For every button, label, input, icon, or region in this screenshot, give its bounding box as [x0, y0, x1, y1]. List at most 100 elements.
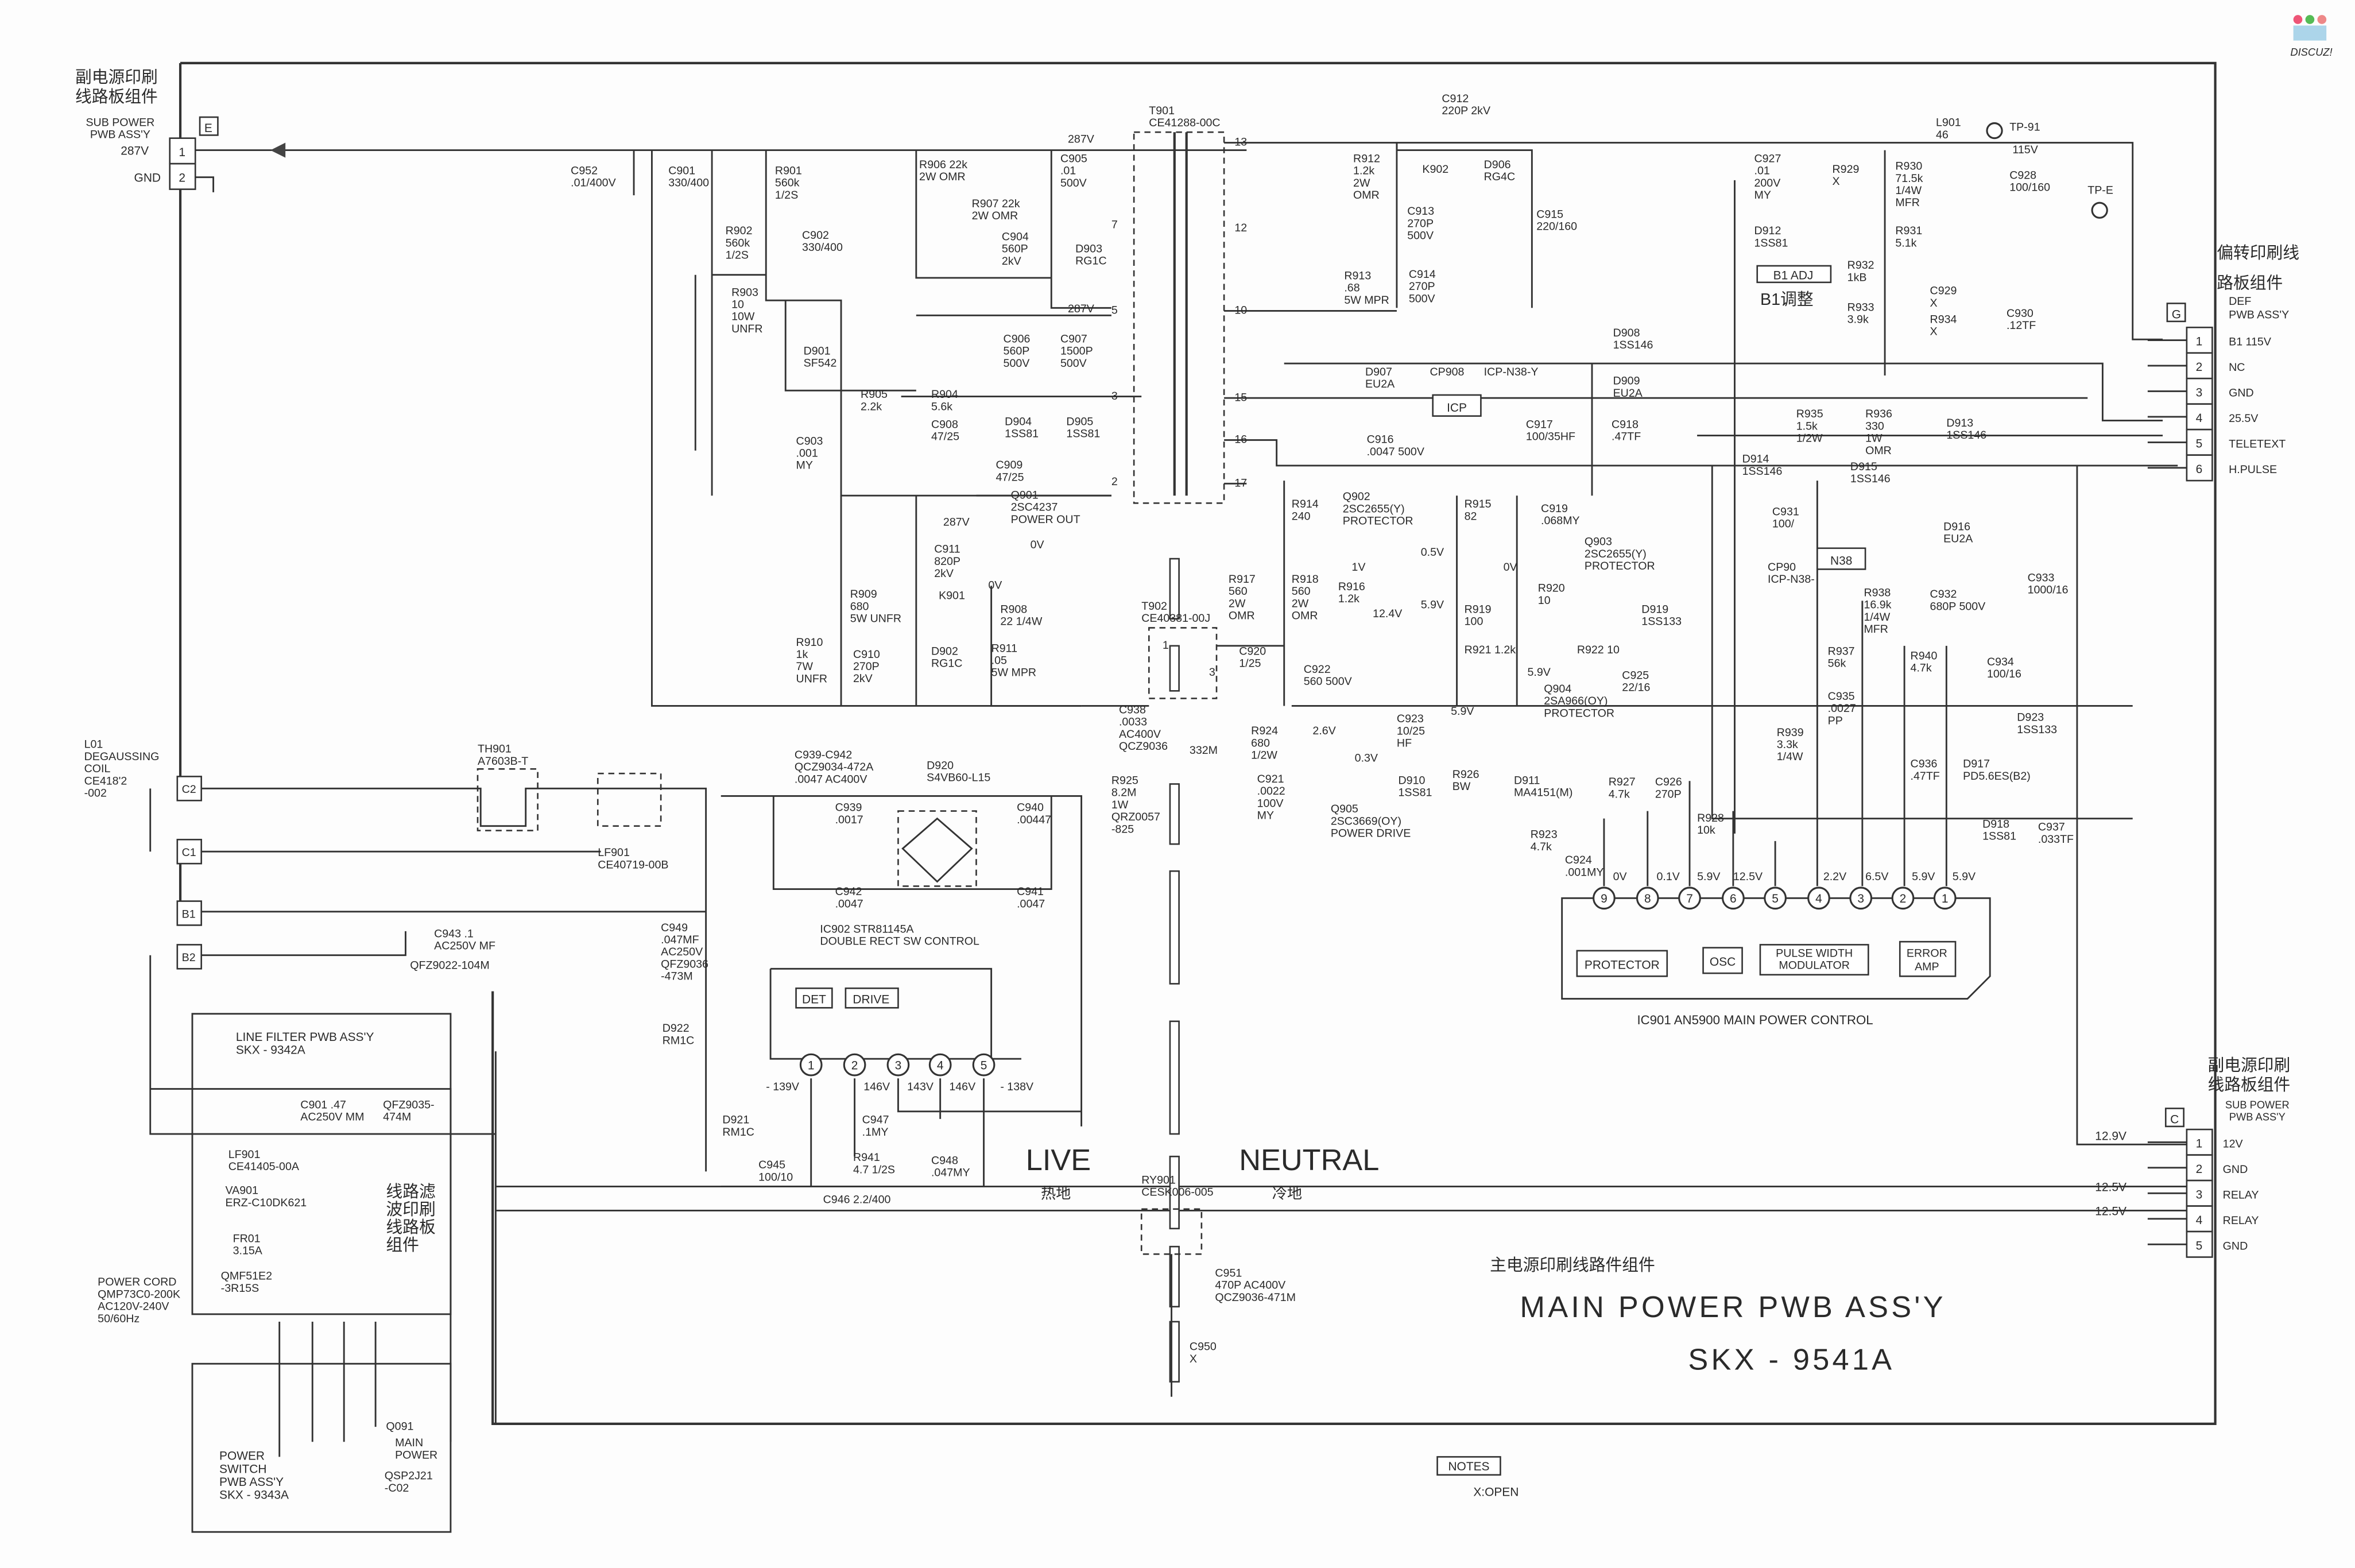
ic902-pin-voltage: 143V — [907, 1081, 934, 1093]
neutral-cn-label: 冷地 — [1272, 1184, 1302, 1202]
label-v0c: 0V — [1504, 561, 1517, 574]
ic901-pin — [1849, 886, 1873, 910]
logo-text: DISCUZ! — [2290, 46, 2332, 58]
pin-number: 1 — [2196, 1137, 2203, 1151]
ic901-pin-number: 6 — [1730, 892, 1737, 905]
ic901-pin-number: 2 — [1900, 892, 1907, 905]
label-r922: R922 10 — [1577, 644, 1620, 656]
ic902-pin-voltage: 146V — [863, 1081, 890, 1093]
label-tpe: TP-E — [2087, 184, 2113, 196]
label-t2p1: 1 — [1163, 639, 1169, 652]
connector-c-id: C — [2170, 1113, 2179, 1126]
pin-number: 2 — [2196, 1163, 2203, 1176]
icp-label: ICP — [1447, 401, 1467, 415]
label-t2p3: 3 — [1209, 666, 1215, 679]
ic902-pin-number: 5 — [981, 1059, 987, 1073]
label-c937: C937.033TF — [2038, 821, 2074, 846]
label-c918: C918.47TF — [1612, 419, 1641, 443]
label-v0a: 0V — [1031, 539, 1044, 551]
ic902-pin-number: 4 — [937, 1059, 944, 1073]
label-q091: Q091 — [386, 1420, 413, 1433]
label-icpn38y: ICP-N38-Y — [1484, 366, 1539, 378]
pin-signal: GND — [2229, 387, 2254, 400]
connector-b1 — [176, 900, 202, 926]
test-point-tpe — [2091, 202, 2108, 219]
connector-label: C2 — [182, 783, 196, 796]
ic901-pin-voltage: 0.1V — [1656, 870, 1679, 883]
connector-c2 — [176, 776, 202, 802]
protector-block: PROTECTOR — [1585, 958, 1660, 971]
wiring — [149, 61, 2217, 1533]
live-cn-label: 热地 — [1041, 1184, 1071, 1202]
label-v0b: 0V — [988, 579, 1002, 591]
connector-b2 — [176, 944, 202, 970]
pin-signal: 25.5V — [2229, 412, 2258, 425]
drive-block: DRIVE — [853, 993, 889, 1006]
voltage-12-5v: 12.5V — [2095, 1205, 2127, 1218]
pin-number: 5 — [2196, 438, 2203, 451]
label-p16: 16 — [1234, 433, 1247, 446]
connector-pin — [2186, 1179, 2213, 1207]
connector-e-id: E — [204, 122, 212, 135]
ic901-pin — [1722, 886, 1745, 910]
label-v03: 0.3V — [1355, 752, 1378, 764]
osc-block: OSC — [1710, 955, 1736, 969]
b1-adj-label: B1 ADJ — [1773, 269, 1814, 282]
connector-pin — [2186, 454, 2213, 482]
connector-label: C1 — [182, 846, 196, 859]
connector-pin — [2186, 1230, 2213, 1258]
label-p12: 12 — [1234, 222, 1247, 234]
notes-label: NOTES — [1448, 1460, 1489, 1473]
label-v287c: 287V — [943, 516, 970, 529]
ic901-pin — [1593, 886, 1616, 910]
signal-287v: 287V — [121, 144, 149, 157]
label-r921: R921 1.2k — [1465, 644, 1516, 656]
label-v1: 1V — [1351, 561, 1365, 574]
isolation-barrier — [1169, 557, 1180, 1383]
pin-number: 3 — [2196, 1188, 2203, 1201]
ic901-pin-number: 7 — [1686, 892, 1693, 905]
ic901-label: IC901 AN5900 MAIN POWER CONTROL — [1637, 1013, 1873, 1027]
ic902-pin — [886, 1053, 910, 1077]
label-v115: 115V — [2012, 144, 2038, 156]
label-v59b: 5.9V — [1528, 666, 1551, 679]
connector-pin — [2186, 403, 2213, 431]
